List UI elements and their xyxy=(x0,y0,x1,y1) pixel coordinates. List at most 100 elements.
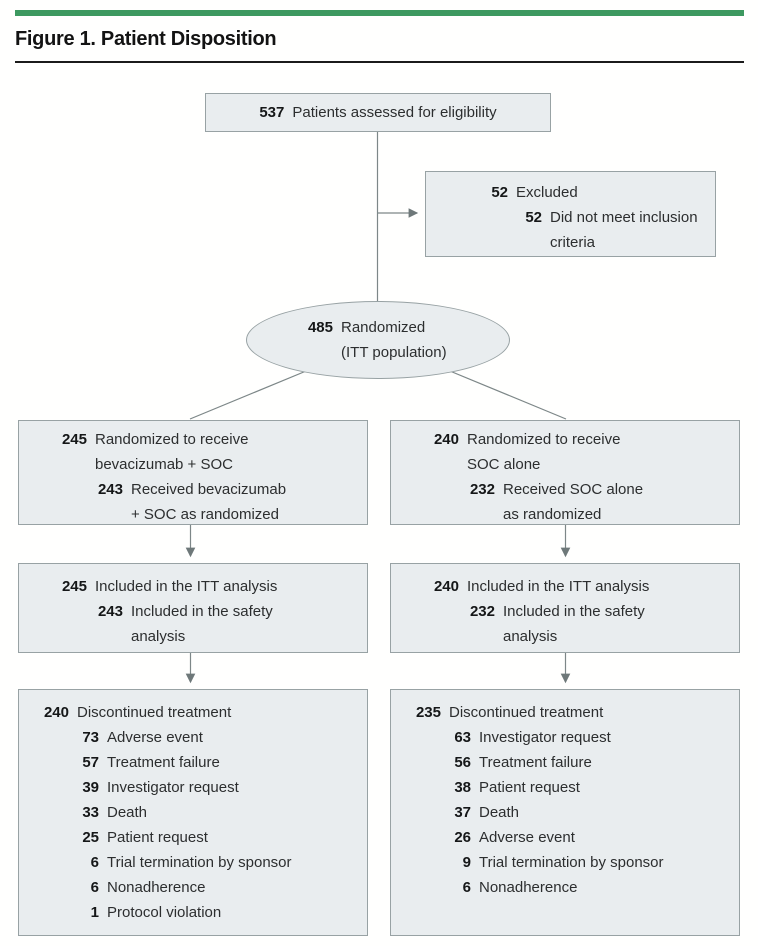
count-value: 245 xyxy=(61,431,87,448)
count-value: 37 xyxy=(454,804,471,821)
row-label: Trial termination by sponsor xyxy=(479,854,664,871)
count-value: 243 xyxy=(97,481,123,498)
count-value: 240 xyxy=(433,578,459,595)
flow-row: 6 Trial termination by sponsor xyxy=(39,850,361,875)
node-discontinued-right: 235 Discontinued treatment 63 Investigator … xyxy=(390,689,740,936)
accent-bar xyxy=(15,10,744,16)
row-label: Adverse event xyxy=(479,829,575,846)
row-label: Nonadherence xyxy=(107,879,206,896)
flow-row: 485 Randomized (ITT population) xyxy=(303,315,509,365)
flow-row: 37 Death xyxy=(411,800,733,825)
count-value: 243 xyxy=(97,603,123,620)
flow-row: 6 Nonadherence xyxy=(411,875,733,900)
flow-row: 235 Discontinued treatment xyxy=(411,700,733,725)
node-itt-analysis-right: 240 Included in the ITT analysis 232 Includ… xyxy=(390,563,740,653)
count-value: 240 xyxy=(43,704,69,721)
count-value: 6 xyxy=(90,879,99,896)
count-value: 9 xyxy=(462,854,471,871)
flow-row: 57 Treatment failure xyxy=(39,750,361,775)
row-label: Trial termination by sponsor xyxy=(107,854,292,871)
row-label: Randomized to receive bevacizumab + SOC xyxy=(95,431,249,473)
node-itt-analysis-left: 245 Included in the ITT analysis 243 Includ… xyxy=(18,563,368,653)
count-value: 6 xyxy=(462,879,471,896)
node-assessed-for-eligibility: 537 Patients assessed for eligibility xyxy=(205,93,551,132)
count-value: 232 xyxy=(469,603,495,620)
connector-randomized-to-left-arm xyxy=(189,368,312,420)
flow-row: 25 Patient request xyxy=(39,825,361,850)
count-value: 26 xyxy=(454,829,471,846)
row-label: Treatment failure xyxy=(479,754,592,771)
flow-row: 537 Patients assessed for eligibility xyxy=(206,94,550,131)
count-value: 52 xyxy=(525,209,542,226)
flow-row: 39 Investigator request xyxy=(39,775,361,800)
connector-randomized-to-right-arm xyxy=(444,368,567,420)
flow-row: 9 Trial termination by sponsor xyxy=(411,850,733,875)
flow-row: 240 Randomized to receive SOC alone xyxy=(429,427,733,477)
count-value: 235 xyxy=(415,704,441,721)
row-label: Investigator request xyxy=(107,779,239,796)
count-value: 39 xyxy=(82,779,99,796)
row-label: Patient request xyxy=(479,779,580,796)
count-value: 33 xyxy=(82,804,99,821)
count-value: 245 xyxy=(61,578,87,595)
count-value: 240 xyxy=(433,431,459,448)
row-label: Patient request xyxy=(107,829,208,846)
flow-row: 240 Included in the ITT analysis xyxy=(429,574,733,599)
row-label: Did not meet inclusion criteria xyxy=(550,209,698,251)
count-value: 232 xyxy=(469,481,495,498)
count-value: 6 xyxy=(90,854,99,871)
count-value: 56 xyxy=(454,754,471,771)
node-randomized-itt-population: 485 Randomized (ITT population) xyxy=(246,301,510,379)
row-label: Excluded xyxy=(516,184,578,201)
title-rule xyxy=(15,61,744,63)
figure-title: Figure 1. Patient Disposition xyxy=(15,28,277,50)
flow-row: 6 Nonadherence xyxy=(39,875,361,900)
flow-row: 245 Included in the ITT analysis xyxy=(57,574,361,599)
flow-row: 232 Included in the safety analysis xyxy=(429,599,733,649)
row-label: Discontinued treatment xyxy=(449,704,604,721)
count-value: 52 xyxy=(491,184,508,201)
flow-row: 26 Adverse event xyxy=(411,825,733,850)
count-value: 63 xyxy=(454,729,471,746)
row-label: Protocol violation xyxy=(107,904,222,921)
row-label: Included in the safety analysis xyxy=(131,603,273,645)
count-value: 25 xyxy=(82,829,99,846)
flow-row: 52 Excluded xyxy=(478,180,709,205)
flow-row: 243 Included in the safety analysis xyxy=(57,599,361,649)
row-label: Randomized (ITT population) xyxy=(341,319,447,361)
row-label: Patients assessed for eligibility xyxy=(292,104,497,121)
flow-row: 240 Discontinued treatment xyxy=(39,700,361,725)
flow-row: 38 Patient request xyxy=(411,775,733,800)
node-randomized-soc-alone: 240 Randomized to receive SOC alone 232 Rec… xyxy=(390,420,740,525)
count-value: 485 xyxy=(307,319,333,336)
flow-row: 52 Did not meet inclusion criteria xyxy=(478,205,709,255)
flow-row: 243 Received bevacizumab + SOC as randomi… xyxy=(57,477,361,527)
row-label: Death xyxy=(479,804,520,821)
row-label: Included in the ITT analysis xyxy=(95,578,278,595)
row-label: Treatment failure xyxy=(107,754,220,771)
count-value: 537 xyxy=(259,104,285,121)
count-value: 73 xyxy=(82,729,99,746)
flow-row: 245 Randomized to receive bevacizumab + S… xyxy=(57,427,361,477)
node-randomized-bevacizumab-soc: 245 Randomized to receive bevacizumab + S… xyxy=(18,420,368,525)
row-label: Included in the ITT analysis xyxy=(467,578,650,595)
count-value: 38 xyxy=(454,779,471,796)
row-label: Received bevacizumab + SOC as randomized xyxy=(131,481,287,523)
count-value: 57 xyxy=(82,754,99,771)
row-label: Received SOC alone as randomized xyxy=(503,481,644,523)
row-label: Discontinued treatment xyxy=(77,704,232,721)
row-label: Nonadherence xyxy=(479,879,578,896)
row-label: Included in the safety analysis xyxy=(503,603,645,645)
row-label: Investigator request xyxy=(479,729,611,746)
row-label: Randomized to receive SOC alone xyxy=(467,431,621,473)
flow-row: 56 Treatment failure xyxy=(411,750,733,775)
flow-row: 63 Investigator request xyxy=(411,725,733,750)
flow-row: 232 Received SOC alone as randomized xyxy=(429,477,733,527)
